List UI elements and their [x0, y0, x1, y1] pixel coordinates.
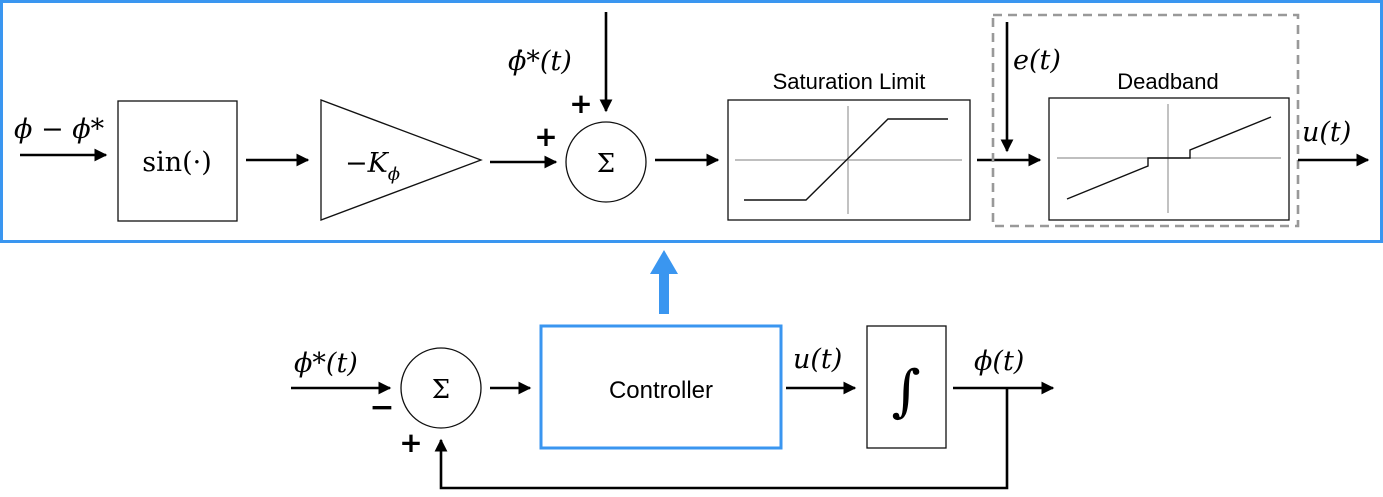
gain-block-label: −Kϕ — [345, 148, 400, 185]
integrator-block — [866, 325, 947, 449]
controller-label: Controller — [609, 377, 713, 404]
top-output-label: u(t) — [1302, 117, 1351, 148]
reference-label: ϕ*(t) — [294, 348, 358, 379]
wire-feedback — [434, 388, 1009, 490]
sin-block — [117, 100, 238, 222]
error-label: e(t) — [1013, 45, 1061, 76]
deadband-block — [1048, 97, 1290, 221]
sin-block-label: sin(·) — [142, 147, 212, 178]
gain-subscript: ϕ — [388, 164, 400, 185]
deadband-dashed-region — [991, 13, 1300, 228]
control-label: u(t) — [793, 344, 842, 375]
deadband-curve — [1066, 116, 1272, 200]
bottom-sum-junction — [400, 347, 482, 429]
bottom-sum-sign-minus: − — [369, 390, 394, 425]
top-input-label: ϕ − ϕ* — [14, 114, 105, 145]
top-panel-frame — [0, 0, 1383, 243]
saturation-title: Saturation Limit — [773, 69, 926, 94]
integrator-symbol: ∫ — [891, 359, 920, 424]
bottom-sum-symbol: Σ — [432, 375, 450, 405]
saturation-curve — [744, 118, 948, 201]
deadband-title: Deadband — [1117, 69, 1219, 94]
gain-block — [320, 99, 483, 221]
feedforward-label: ϕ̇*(t) — [508, 46, 572, 77]
top-sum-sign-left: + — [534, 120, 557, 153]
gain-symbol: −K — [345, 148, 390, 179]
bottom-sum-sign-plus: + — [399, 426, 422, 459]
controller-block — [539, 324, 783, 450]
bottom-output-label: ϕ(t) — [974, 346, 1024, 377]
arrow-up-icon — [650, 250, 678, 314]
top-sum-sign-top: + — [569, 87, 592, 120]
top-sum-symbol: Σ — [597, 149, 615, 179]
top-sum-junction — [565, 121, 647, 203]
